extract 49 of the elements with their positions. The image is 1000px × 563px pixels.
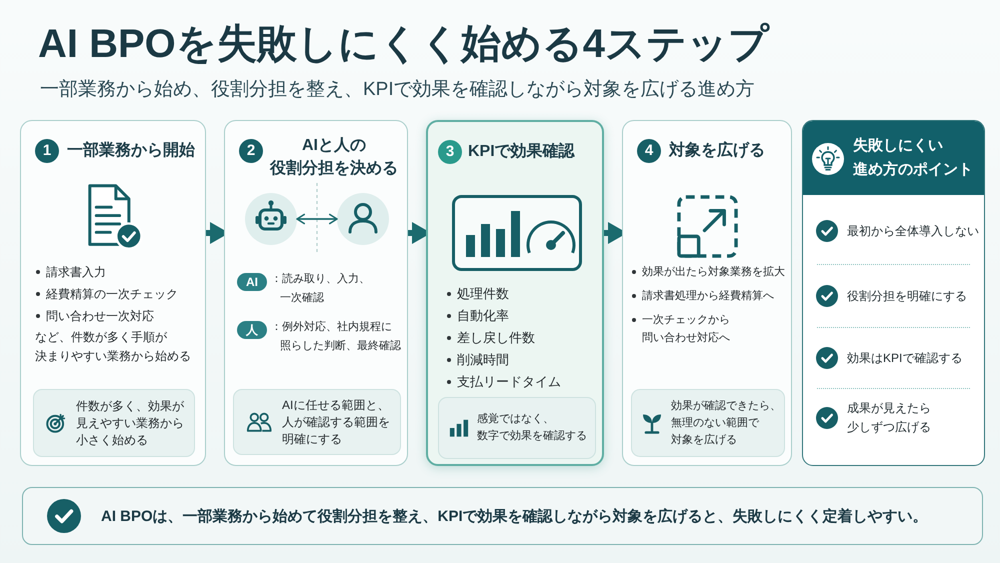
summary-bar <box>22 487 983 545</box>
step-heading: 一部業務から開始 <box>67 140 196 161</box>
point-item: 成果が見えたら少しずつ広げる <box>847 400 932 436</box>
role-tag: AI <box>237 273 267 291</box>
tip-text: AIに任せる範囲と、人が確認する範囲を明確にする <box>282 396 391 448</box>
bullet-item: 請求書入力 <box>35 262 203 282</box>
number-badge: 2 <box>239 139 263 163</box>
bullet-item: 処理件数 <box>446 284 596 304</box>
step-heading: AIと人の役割分担を決める <box>268 136 399 179</box>
tip-box <box>233 389 401 455</box>
point-item: 最初から全体導入しない <box>847 222 980 240</box>
step-heading: KPIで効果確認 <box>468 141 576 162</box>
bullet-item: 自動化率 <box>446 306 596 326</box>
tip-text: 効果が確認できたら、無理のない範囲で対象を広げる <box>671 398 782 448</box>
person-icon <box>337 193 389 245</box>
description-text: など、件数が多く手順が決まりやすい業務から始める <box>35 329 192 365</box>
bullet-item: 問い合わせ一次対応 <box>35 306 203 326</box>
panel-heading: 失敗しにくい進め方のポイント <box>853 136 974 180</box>
role-tag: 人 <box>237 321 267 339</box>
step-panel <box>224 120 408 466</box>
subtitle: 一部業務から始め、役割分担を整え、KPIで効果を確認しながら対象を広げる進め方 <box>40 78 755 102</box>
tip-box <box>438 397 596 459</box>
tip-text: 件数が多く、効果が見えやすい業務から小さく始める <box>76 398 185 448</box>
bullet-item: 請求書処理から経費精算へ <box>631 287 789 305</box>
step-panel <box>20 120 206 466</box>
bullet-item: 効果が出たら対象業務を拡大 <box>631 263 789 281</box>
double-arrow <box>296 214 338 224</box>
bullet-item: 経費精算の一次チェック <box>35 284 203 304</box>
point-item: 効果はKPIで確認する <box>847 350 964 366</box>
tip-text: 感覚ではなく、数字で効果を確認する <box>477 412 588 444</box>
title: AI BPOを失敗しにくく始める4ステップ <box>38 21 770 68</box>
points-panel <box>802 120 985 466</box>
step-heading: 対象を広げる <box>669 140 766 161</box>
bullet-item: 支払リードタイム <box>446 372 596 392</box>
step-panel <box>622 120 792 466</box>
number-badge: 1 <box>35 139 59 163</box>
bullet-item: 削減時間 <box>446 350 596 370</box>
role-description: ：読み取り、入力、一次確認 <box>271 272 371 306</box>
tip-box <box>631 389 785 457</box>
point-item: 役割分担を明確にする <box>847 288 968 304</box>
summary-text: AI BPOは、一部業務から始めて役割分担を整え、KPIで効果を確認しながら対象を広げると、失敗しにくく定着しやすい。 <box>101 506 928 526</box>
number-badge: 4 <box>637 139 661 163</box>
bullet-item: 一次チェックから問い合わせ対応へ <box>631 311 789 347</box>
step-panel <box>426 120 604 466</box>
robot-icon <box>245 193 297 245</box>
number-badge: 3 <box>438 140 462 164</box>
bullet-item: 差し戻し件数 <box>446 328 596 348</box>
tip-box <box>33 389 195 457</box>
role-description: ：例外対応、社内規程に照らした判断、最終確認 <box>271 320 402 354</box>
